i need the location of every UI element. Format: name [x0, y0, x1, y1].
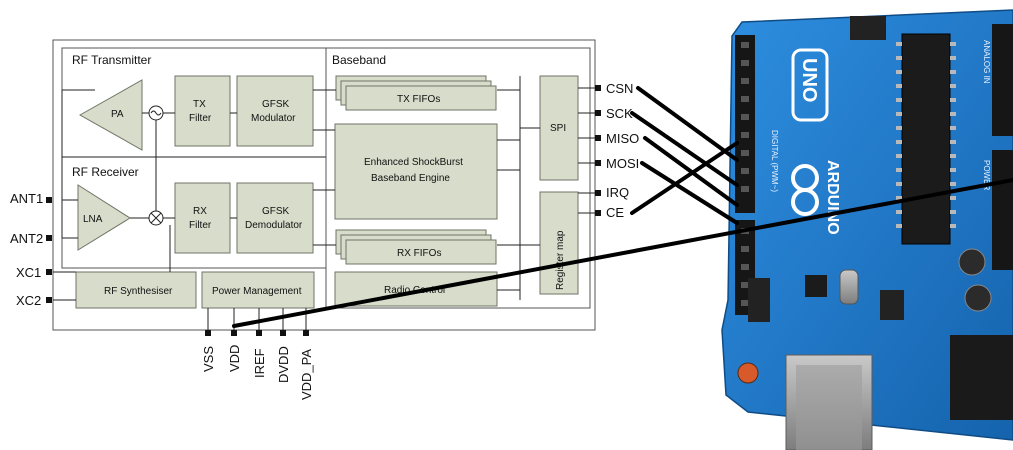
- wire-csn: [636, 86, 739, 162]
- reset-button: [737, 362, 759, 384]
- pin-xc1: XC1: [16, 265, 41, 280]
- pin-ant1: ANT1: [10, 191, 43, 206]
- lna-label: LNA: [83, 214, 103, 225]
- atmega-pins: [896, 42, 956, 228]
- power-jack: [950, 335, 1013, 420]
- register-map-block: [539, 191, 579, 295]
- pin-xc2: XC2: [16, 293, 41, 308]
- gfsk-mod-label-1: GFSK: [262, 99, 290, 110]
- lna-amplifier: [77, 184, 131, 251]
- pa-amplifier: [78, 79, 143, 151]
- section-baseband: Baseband: [332, 53, 386, 67]
- power-header: [992, 150, 1013, 270]
- power-management-block: [201, 271, 315, 309]
- bottom-pins: VSS VDD IREF DVDD VDD_PA: [201, 330, 314, 400]
- tx-mixer-wave: [150, 110, 162, 116]
- icsp-header-top: [850, 16, 886, 40]
- tx-filter-label-2: Filter: [189, 113, 212, 124]
- icsp-header-left: [748, 278, 770, 322]
- rx-fifos-label: RX FIFOs: [397, 248, 441, 259]
- section-receiver: RF Receiver: [72, 165, 139, 179]
- pin-irq: IRQ: [606, 185, 629, 200]
- engine-label-2: Baseband Engine: [371, 173, 450, 184]
- crystal: [839, 269, 859, 305]
- brand-text: ARDUINO: [824, 160, 841, 235]
- rx-filter-label-1: RX: [193, 206, 207, 217]
- connection-wires: [232, 86, 1013, 328]
- pin-dvdd: DVDD: [276, 346, 291, 383]
- pin-iref: IREF: [252, 348, 267, 378]
- pa-label: PA: [111, 109, 124, 120]
- pin-vss: VSS: [201, 346, 216, 372]
- infinity-logo-icon: [791, 164, 819, 216]
- spi-label: SPI: [550, 123, 566, 134]
- wire-sck: [630, 111, 739, 187]
- rx-filter-block: [174, 182, 231, 254]
- pin-ant2: ANT2: [10, 231, 43, 246]
- wire-ce: [630, 141, 739, 215]
- atmega-chip: [901, 33, 951, 245]
- arduino-board: DIGITAL (PWM~) ANALOG IN POWER: [721, 9, 1013, 450]
- tx-fifos-stack: [335, 75, 497, 111]
- left-pins: ANT1 ANT2 XC1 XC2: [10, 191, 52, 308]
- engine-label-1: Enhanced ShockBurst: [364, 157, 463, 168]
- rf-synthesiser-label: RF Synthesiser: [104, 286, 173, 297]
- capacitor-2: [964, 284, 992, 312]
- register-map-label: Register map: [555, 230, 566, 290]
- baseband-frame: [325, 47, 591, 309]
- pin-sck: SCK: [606, 106, 633, 121]
- gfsk-demod-label-1: GFSK: [262, 206, 290, 217]
- usb-connector-inner: [796, 365, 862, 450]
- digital-header-label: DIGITAL (PWM~): [770, 130, 779, 192]
- rx-filter-label-2: Filter: [189, 220, 212, 231]
- pin-miso: MISO: [606, 131, 639, 146]
- power-header-label: POWER: [982, 160, 991, 190]
- rx-mixer-cross: [150, 212, 162, 224]
- rx-fifos-stack: [335, 229, 497, 265]
- regulator: [880, 290, 904, 320]
- nrf-diagram: RF Transmitter RF Receiver Baseband PA L…: [10, 39, 639, 400]
- tx-fifos-label: TX FIFOs: [397, 94, 440, 105]
- spi-block: [539, 75, 579, 181]
- uno-logo-text: UNO: [798, 58, 820, 102]
- digital-pin-holes: [741, 42, 749, 306]
- shockburst-engine-block: [334, 123, 498, 220]
- analog-header: [992, 24, 1013, 136]
- gfsk-mod-label-2: Modulator: [251, 113, 296, 124]
- digital-header: [735, 35, 755, 213]
- tx-filter-block: [174, 75, 231, 147]
- gfsk-modulator-block: [236, 75, 314, 147]
- wire-vdd: [232, 178, 1013, 328]
- gfsk-demodulator-block: [236, 182, 314, 254]
- pin-csn: CSN: [606, 81, 633, 96]
- usb-chip: [805, 275, 827, 297]
- capacitor-1: [958, 248, 986, 276]
- pin-vdd: VDD: [227, 345, 242, 372]
- power-management-label: Power Management: [212, 286, 302, 297]
- wire-mosi: [640, 161, 739, 225]
- right-pins: CSN SCK MISO MOSI IRQ CE: [595, 81, 639, 220]
- section-transmitter: RF Transmitter: [72, 53, 151, 67]
- pin-mosi: MOSI: [606, 156, 639, 171]
- tx-filter-label-1: TX: [193, 99, 206, 110]
- uno-logo: UNO: [791, 48, 829, 122]
- pin-vdd-pa: VDD_PA: [299, 349, 314, 400]
- analog-header-label: ANALOG IN: [982, 40, 991, 84]
- rf-synthesiser-block: [75, 271, 197, 309]
- pin-ce: CE: [606, 205, 624, 220]
- gfsk-demod-label-2: Demodulator: [245, 220, 303, 231]
- chip-frame: [52, 39, 596, 331]
